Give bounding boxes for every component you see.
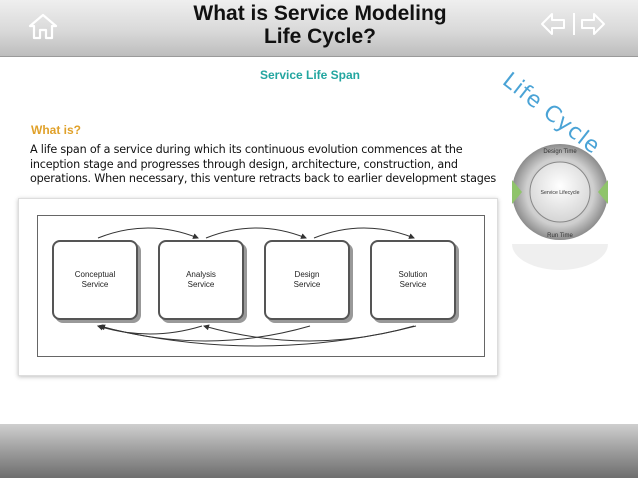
slide-navigation <box>538 10 608 38</box>
box-label-line1: Conceptual <box>74 270 116 279</box>
box-label-line2: Service <box>187 280 215 289</box>
title-line-2: Life Cycle? <box>263 25 377 48</box>
box-label-line2: Service <box>81 280 109 289</box>
cycle-bottom-label: Run Time <box>547 233 573 239</box>
cycle-arrow-left <box>512 180 522 204</box>
lifecycle-graphic: Design Time Service Lifecycle Run Time <box>512 144 608 240</box>
title-bar: What is Service Modeling Life Cycle? <box>0 0 638 57</box>
forward-arrow-1 <box>97 227 199 239</box>
title-line-1: What is Service Modeling <box>193 2 447 25</box>
home-button[interactable] <box>26 10 60 44</box>
lifecycle-reflection <box>512 244 608 270</box>
back-arrow-4-to-2 <box>203 324 415 342</box>
page-title: What is Service Modeling Life Cycle? <box>150 2 490 48</box>
forward-arrow-3 <box>313 227 415 239</box>
footer-bar <box>0 424 638 478</box>
diagram-arrows <box>97 227 417 347</box>
box-label-line1: Design <box>294 270 320 279</box>
box-label-line1: Analysis <box>186 270 216 279</box>
back-arrow-3-to-1 <box>99 324 311 342</box>
back-arrow-2-to-1 <box>97 324 203 335</box>
forward-arrow-2 <box>205 227 307 239</box>
cycle-arrow-right <box>598 180 608 204</box>
question-heading: What is? <box>31 123 81 137</box>
cycle-center-label: Service Lifecycle <box>541 190 580 196</box>
cycle-top-label: Design Time <box>543 149 577 155</box>
box-label-line1: Solution <box>398 270 428 279</box>
section-subtitle: Service Life Span <box>259 68 361 82</box>
box-label-line2: Service <box>399 280 427 289</box>
definition-paragraph: A life span of a service during which it… <box>30 143 496 185</box>
cycle-inner-circle <box>529 161 591 223</box>
box-label-line2: Service <box>293 280 321 289</box>
arrow-left-icon[interactable] <box>541 13 565 35</box>
arrow-right-icon[interactable] <box>581 13 605 35</box>
home-icon <box>28 13 58 40</box>
